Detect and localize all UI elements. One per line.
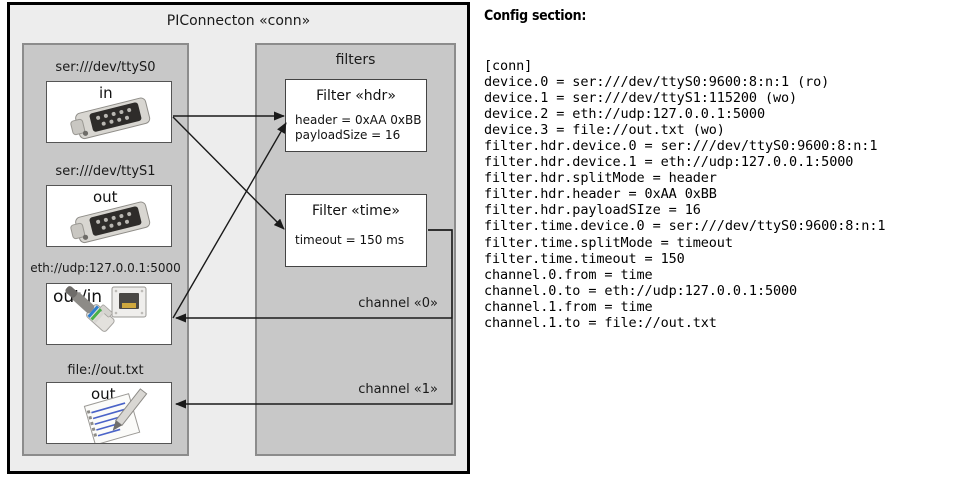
device-node-ttys0[interactable]: in: [46, 81, 172, 143]
device-label-eth: eth://udp:127.0.0.1:5000: [30, 261, 181, 275]
filter-hdr-attr-header: header = 0xAA 0xBB: [295, 113, 422, 127]
config-heading: Config section:: [484, 8, 587, 24]
device-node-ttys1[interactable]: out: [46, 185, 172, 247]
channel-0-label: channel «0»: [358, 296, 438, 311]
device-node-file[interactable]: out: [46, 382, 172, 444]
filters-group-title: filters: [335, 52, 376, 68]
channel-1-label: channel «1»: [358, 382, 438, 397]
config-body: [conn] device.0 = ser:///dev/ttyS0:9600:…: [484, 57, 886, 332]
ethernet-rj45-icon: [65, 286, 147, 332]
filter-hdr-attr-payloadsize: payloadSize = 16: [295, 128, 401, 142]
text-document-icon: [83, 388, 148, 443]
filter-time-attr-timeout: timeout = 150 ms: [295, 233, 405, 247]
connector-diagram: PIConnecton «conn» ser:///dev/ttyS0 in s…: [7, 2, 470, 474]
device-caption-in: in: [99, 84, 113, 102]
filter-hdr[interactable]: Filter «hdr» header = 0xAA 0xBB payloadS…: [285, 79, 427, 152]
diagram-title: PIConnecton «conn»: [166, 13, 311, 29]
serial-db9-icon: [70, 97, 151, 140]
device-caption-out-serial: out: [93, 188, 118, 206]
device-label-ttys1: ser:///dev/ttyS1: [55, 164, 156, 179]
filter-time[interactable]: Filter «time» timeout = 150 ms: [285, 194, 427, 267]
filter-time-title: Filter «time»: [312, 203, 400, 219]
device-caption-out-file: out: [91, 385, 116, 403]
device-node-eth[interactable]: out/in: [46, 283, 172, 345]
config-pane: Config section: [conn] device.0 = ser://…: [481, 0, 964, 484]
device-label-ttys0: ser:///dev/ttyS0: [55, 60, 156, 75]
device-label-file: file://out.txt: [67, 363, 144, 378]
serial-db9-icon: [70, 201, 151, 244]
filter-hdr-title: Filter «hdr»: [316, 88, 396, 104]
